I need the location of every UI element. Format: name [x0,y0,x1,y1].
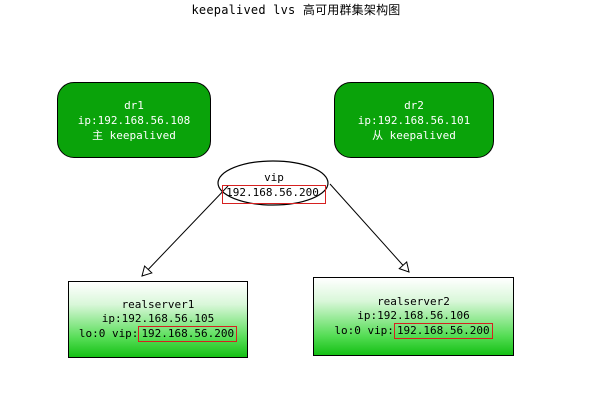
realserver1-lo-row: lo:0 vip:192.168.56.200 [78,325,238,342]
arrow-vip-to-realserver1 [141,185,229,277]
realserver1-ip: ip:192.168.56.105 [101,311,215,325]
realserver2-lo-vip: 192.168.56.200 [393,322,493,339]
realserver1-name: realserver1 [121,297,195,311]
dr1-name: dr1 [124,98,144,112]
realserver2-lo-row: lo:0 vip:192.168.56.200 [334,322,493,339]
dr2-ip: ip:192.168.56.101 [357,113,471,127]
dr2-node: dr2 ip:192.168.56.101 从 keepalived [334,82,494,158]
vip-label: vip [264,171,284,184]
vip-address: 192.168.56.200 [222,185,326,204]
realserver2-name: realserver2 [377,294,450,308]
vip-node: vip 192.168.56.200 [218,171,330,204]
arrow-vip-to-realserver2 [329,183,410,273]
realserver2-lo-prefix: lo:0 vip: [334,323,394,337]
dr1-node: dr1 ip:192.168.56.108 主 keepalived [57,82,211,158]
dr1-role: 主 keepalived [92,128,176,142]
vip-ellipse [217,160,329,206]
vip-address-row: 192.168.56.200 [218,185,330,204]
dr2-role: 从 keepalived [372,128,456,142]
realserver1-lo-prefix: lo:0 vip: [78,326,139,340]
realserver2-ip: ip:192.168.56.106 [357,308,470,322]
dr2-name: dr2 [404,98,424,112]
diagram-title: keepalived lvs 高可用群集架构图 [191,3,401,17]
realserver1-lo-vip: 192.168.56.200 [138,325,238,342]
realserver2-node: realserver2 ip:192.168.56.106 lo:0 vip:1… [313,277,514,356]
dr1-ip: ip:192.168.56.108 [77,113,191,127]
realserver1-node: realserver1 ip:192.168.56.105 lo:0 vip:1… [68,281,248,358]
